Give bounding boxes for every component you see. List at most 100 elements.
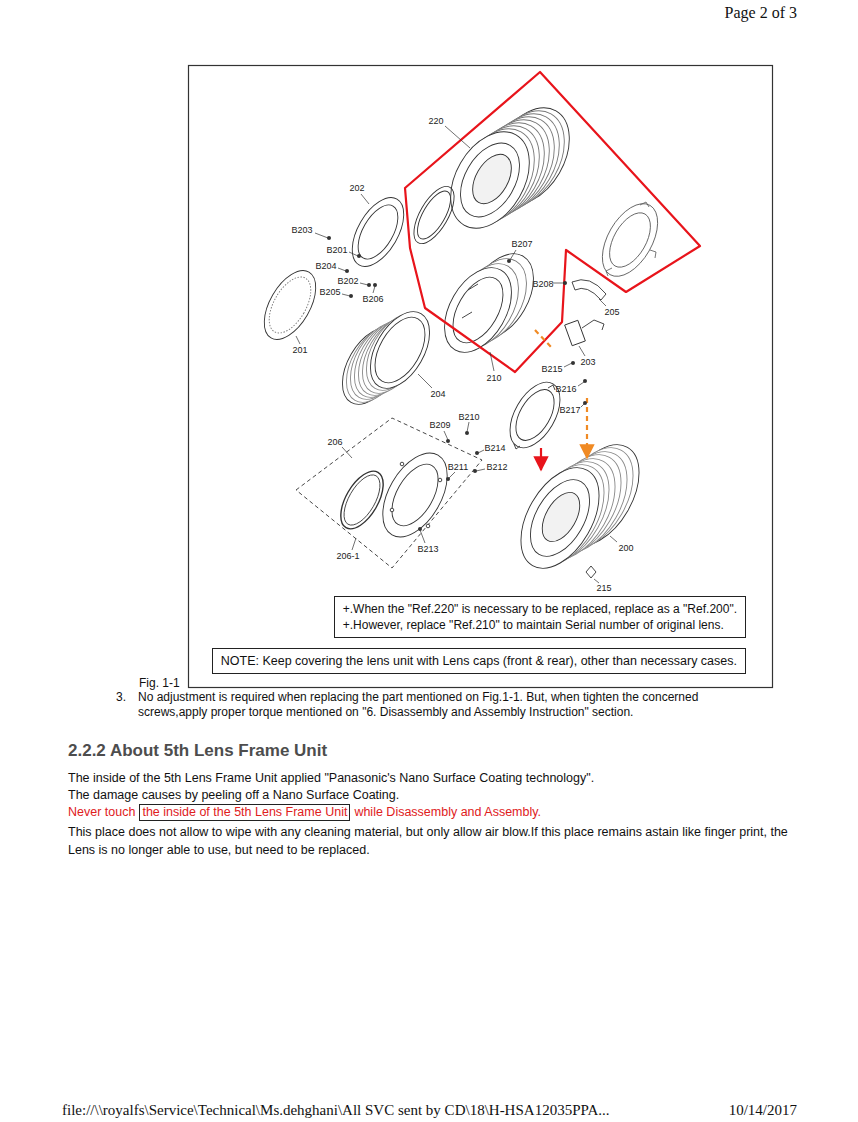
- leader-lines: [449, 472, 455, 478]
- lens-unit-200: [505, 431, 655, 581]
- leader-lines: [349, 252, 358, 256]
- leader-lines: [296, 336, 300, 344]
- ring-201: [254, 262, 327, 348]
- page-number: Page 2 of 3: [725, 3, 797, 22]
- body-text: No adjustment is required when replacing…: [138, 690, 768, 720]
- section-heading: 2.2.2 About 5th Lens Frame Unit: [68, 741, 327, 761]
- gasket-ring: [406, 180, 462, 249]
- leader-lines: [553, 283, 564, 284]
- mount-ring: [508, 383, 562, 446]
- red-arrow: [540, 448, 542, 470]
- red-outline: [405, 72, 700, 372]
- screw-dot: [507, 259, 511, 263]
- figure-frame: [189, 66, 773, 688]
- warning-text: the inside of the 5th Lens Frame Unit: [142, 805, 347, 820]
- ring-201: [261, 270, 320, 340]
- callout-number: 220: [428, 117, 443, 126]
- leader-lines: [564, 363, 572, 367]
- screw-dot: [473, 469, 477, 473]
- print-date: 10/14/2017: [729, 1101, 797, 1119]
- lens-unit-200: [505, 454, 615, 581]
- callout-number: 206-1: [336, 552, 359, 561]
- ring-206-1: [332, 464, 392, 535]
- lens-body-220: [435, 94, 586, 242]
- callout-number: B203: [291, 226, 312, 235]
- note-text: NOTE: Keep covering the lens unit with L…: [221, 653, 737, 669]
- frame-unit-210: [462, 284, 478, 318]
- callout-number: 206: [327, 438, 342, 447]
- leader-lines: [610, 536, 617, 542]
- ring-206-1: [332, 464, 392, 535]
- warning-text: while Disassembly and Assembly.: [354, 805, 541, 820]
- screw-dot: [357, 254, 361, 258]
- orange-dashed-arrow: [535, 330, 552, 348]
- screw-dot: [373, 283, 377, 287]
- screw-dot: [465, 431, 469, 435]
- ring-202: [342, 189, 415, 275]
- note-text: +.When the "Ref.220" is necessary to be …: [343, 601, 737, 617]
- callout-number: 215: [596, 584, 611, 593]
- part-205: [572, 280, 606, 300]
- note-box: +.When the "Ref.220" is necessary to be …: [334, 596, 746, 638]
- screw-dot: [327, 236, 331, 240]
- callout-number: B205: [319, 288, 340, 297]
- screw-dot: [583, 379, 587, 383]
- leader-lines: [420, 530, 425, 543]
- callout-number: B212: [486, 463, 507, 472]
- callout-number: B202: [337, 277, 358, 286]
- gasket-ring: [406, 180, 462, 249]
- callout-number: B217: [559, 406, 580, 415]
- screw-dot: [367, 283, 371, 287]
- callout-number: B209: [429, 421, 450, 430]
- part-205: [572, 280, 606, 300]
- leader-lines: [315, 233, 328, 238]
- part-215: [586, 566, 596, 578]
- mount-ring: [514, 385, 555, 449]
- leader-lines: [490, 352, 494, 371]
- plate-part: [601, 206, 659, 274]
- lens-body-220: [448, 133, 531, 227]
- callout-number: B213: [417, 545, 438, 554]
- group-outline-206: [296, 418, 482, 568]
- leader-lines: [342, 294, 350, 296]
- callout-number: B211: [448, 463, 468, 472]
- callout-number: 201: [292, 346, 307, 355]
- leader-lines: [338, 268, 346, 271]
- body-text: The damage causes by peeling off a Nano …: [68, 788, 399, 803]
- screw-dot: [446, 439, 450, 443]
- callout-number: B210: [458, 413, 479, 422]
- mount-206: [390, 508, 394, 512]
- figure-caption: Fig. 1-1: [139, 676, 180, 690]
- mount-206: [369, 442, 460, 548]
- file-path: file://\\royalfs\Service\Technical\Ms.de…: [62, 1101, 610, 1119]
- part-203: [565, 320, 604, 346]
- gasket-ring: [411, 186, 457, 244]
- note-box: NOTE: Keep covering the lens unit with L…: [212, 648, 746, 674]
- body-text: The inside of the 5th Lens Frame Unit ap…: [68, 771, 594, 786]
- ring-204: [365, 309, 436, 391]
- screw-dot: [571, 361, 575, 365]
- note-text: +.However, replace "Ref.210" to maintain…: [343, 617, 737, 633]
- callout-number: 200: [618, 544, 633, 553]
- screw-dot: [418, 527, 422, 531]
- leader-lines: [578, 382, 584, 386]
- lens-unit-200: [535, 486, 588, 548]
- ring-201: [254, 262, 327, 348]
- mount-206: [426, 524, 430, 528]
- frame-unit-210: [431, 242, 547, 364]
- mount-206: [400, 462, 404, 466]
- screw-dot: [345, 269, 349, 273]
- leader-lines: [296, 126, 617, 583]
- plate-part: [606, 202, 656, 276]
- leader-lines: [581, 404, 584, 407]
- mount-206: [438, 478, 442, 482]
- ring-204: [358, 302, 442, 399]
- callout-number: 203: [580, 358, 595, 367]
- lens-body-220: [435, 118, 546, 242]
- callout-number: B206: [362, 295, 383, 304]
- screw-dot: [446, 477, 450, 481]
- mount-206: [369, 442, 460, 548]
- callout-number: 210: [486, 374, 501, 383]
- lens-unit-200: [518, 470, 602, 567]
